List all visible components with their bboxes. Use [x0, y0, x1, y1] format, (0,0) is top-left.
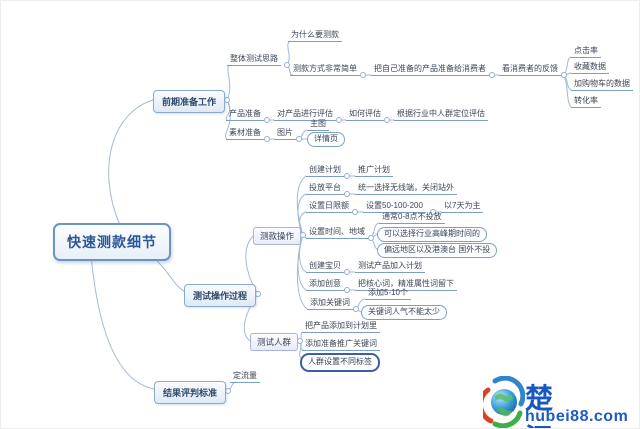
node-platform-choice: 统一选择无线端，关闭站外: [355, 183, 457, 195]
globe-swirl-icon: [483, 376, 525, 428]
node-time-rule-2: 可以选择行业高峰期时间的: [377, 227, 487, 242]
node-budget-note: 以7天为主: [441, 201, 484, 213]
node-main-image: 主图: [307, 119, 329, 131]
node-creative-rule: 把核心词，精准属性词留下: [355, 279, 457, 291]
root-node: 快速测款细节: [53, 223, 171, 261]
branch-test-process: 测试操作过程: [184, 284, 257, 307]
node-product-prep: 产品准备: [226, 109, 264, 121]
node-item-into-plan: 测试产品加入计划: [355, 261, 425, 273]
node-daily-budget: 设置日限额: [306, 201, 352, 213]
node-metric-cart-data: 加购物车的数据: [571, 79, 633, 91]
node-time-rule-1: 通常0-8点不投放: [379, 212, 445, 224]
node-product-evaluate: 对产品进行评估: [274, 109, 336, 121]
node-test-audience: 测试人群: [250, 333, 299, 351]
node-metric-click-rate: 点击率: [571, 46, 601, 58]
node-metric-favorites: 收藏数据: [571, 62, 609, 74]
watermark-site-url: hubei88.com: [525, 408, 629, 425]
node-create-item: 创建宝贝: [306, 261, 344, 273]
node-test-operation: 测款操作: [253, 227, 302, 245]
node-metric-conversion: 转化率: [571, 96, 601, 108]
node-audience-tags-highlight: 人群设置不同标签: [300, 353, 380, 372]
node-material-prep: 素材准备: [226, 128, 264, 140]
node-time-region: 设置时间、地域: [306, 227, 368, 239]
node-platform: 投放平台: [306, 183, 344, 195]
watermark-site-name: 楚汉网: [525, 383, 557, 428]
node-time-rule-3: 偏远地区以及港澳台 国外不投: [377, 243, 498, 258]
node-keywords-note: 关键词人气不能太少: [361, 305, 447, 320]
node-promotion-plan: 推广计划: [355, 165, 393, 177]
node-pictures: 图片: [274, 128, 296, 140]
node-evaluate-basis: 根据行业中人群定位评估: [394, 109, 488, 121]
node-audience-step-2: 添加准备推广关键词: [302, 339, 380, 351]
node-give-to-consumers: 把自己准备的产品准备给消费者: [371, 64, 489, 76]
node-keywords-count: 添加5-10个: [365, 288, 412, 300]
branch-result-criteria: 结果评判标准: [154, 381, 227, 404]
node-traffic-criteria: 定流量: [230, 371, 260, 383]
node-how-evaluate: 如何评估: [346, 109, 384, 121]
node-add-creative: 添加创意: [306, 279, 344, 291]
node-add-keywords: 添加关键词: [307, 298, 353, 310]
branch-preparation: 前期准备工作: [153, 90, 226, 113]
node-why-test: 为什么要测款: [288, 30, 342, 42]
node-test-idea: 整体测试思路: [227, 54, 281, 66]
node-audience-step-1: 把产品添加到计划里: [302, 321, 380, 333]
node-method-simple: 测款方式非常简单: [290, 64, 360, 76]
node-detail-page: 详情页: [307, 132, 345, 147]
node-budget-amount: 设置50-100-200: [363, 201, 426, 213]
node-create-plan: 创建计划: [306, 165, 344, 177]
node-consumer-feedback: 看消费者的反馈: [499, 64, 561, 76]
